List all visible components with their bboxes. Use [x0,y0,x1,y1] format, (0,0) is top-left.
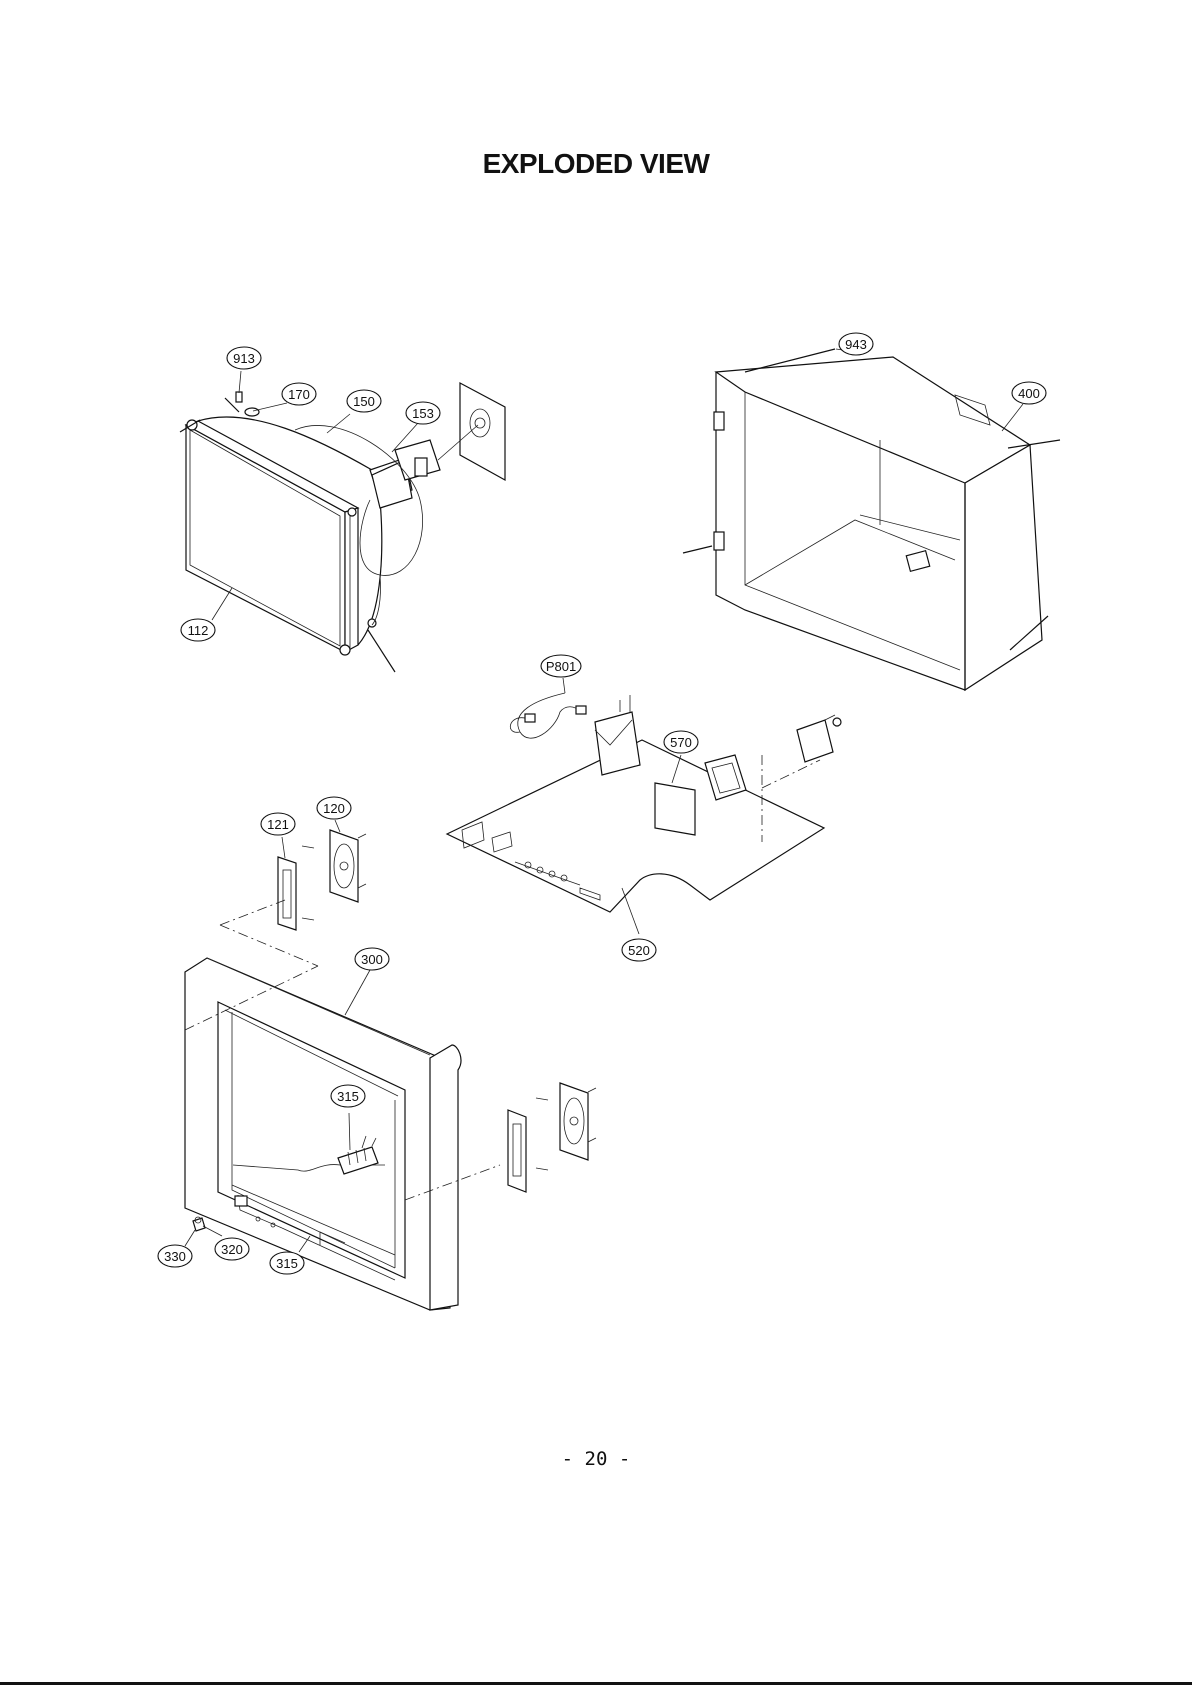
callout-150: 150 [347,390,381,412]
heat-sink-570 [655,783,695,835]
callout-315-lower: 315 [270,1252,304,1274]
callout-112: 112 [181,619,215,641]
svg-text:170: 170 [288,387,310,402]
svg-text:121: 121 [267,817,289,832]
svg-text:943: 943 [845,337,867,352]
callout-121: 121 [261,813,295,835]
fbt [595,695,640,775]
callout-300: 300 [355,948,389,970]
svg-text:913: 913 [233,351,255,366]
callout-315-upper: 315 [331,1085,365,1107]
page-number: - 20 - [0,1448,1192,1470]
svg-text:400: 400 [1018,386,1040,401]
callout-120: 120 [317,797,351,819]
svg-text:570: 570 [670,735,692,750]
svg-text:150: 150 [353,394,375,409]
svg-text:300: 300 [361,952,383,967]
power-cord [510,693,586,738]
speaker-left [220,830,366,966]
svg-text:315: 315 [337,1089,359,1104]
cathode-ray-tube [180,417,412,672]
svg-text:520: 520 [628,943,650,958]
fbt-block [797,715,841,762]
svg-text:315: 315 [276,1256,298,1271]
callout-570: 570 [664,731,698,753]
callout-913: 913 [227,347,261,369]
washer-170 [245,408,259,416]
callout-943: 943 [839,333,873,355]
callout-153: 153 [406,402,440,424]
svg-text:112: 112 [188,623,209,638]
speaker-right [508,1083,596,1192]
svg-text:120: 120 [323,801,345,816]
svg-text:330: 330 [164,1249,186,1264]
callout-170: 170 [282,383,316,405]
callout-330: 330 [158,1245,192,1267]
power-button [193,1217,205,1231]
callout-P801: P801 [541,655,581,677]
callout-520: 520 [622,939,656,961]
screw-913 [225,392,242,412]
callout-320: 320 [215,1238,249,1260]
callout-400: 400 [1012,382,1046,404]
svg-text:320: 320 [221,1242,243,1257]
pcm-magnet [438,383,505,480]
back-cover [683,349,1060,690]
svg-text:P801: P801 [546,659,576,674]
svg-text:153: 153 [412,406,434,421]
